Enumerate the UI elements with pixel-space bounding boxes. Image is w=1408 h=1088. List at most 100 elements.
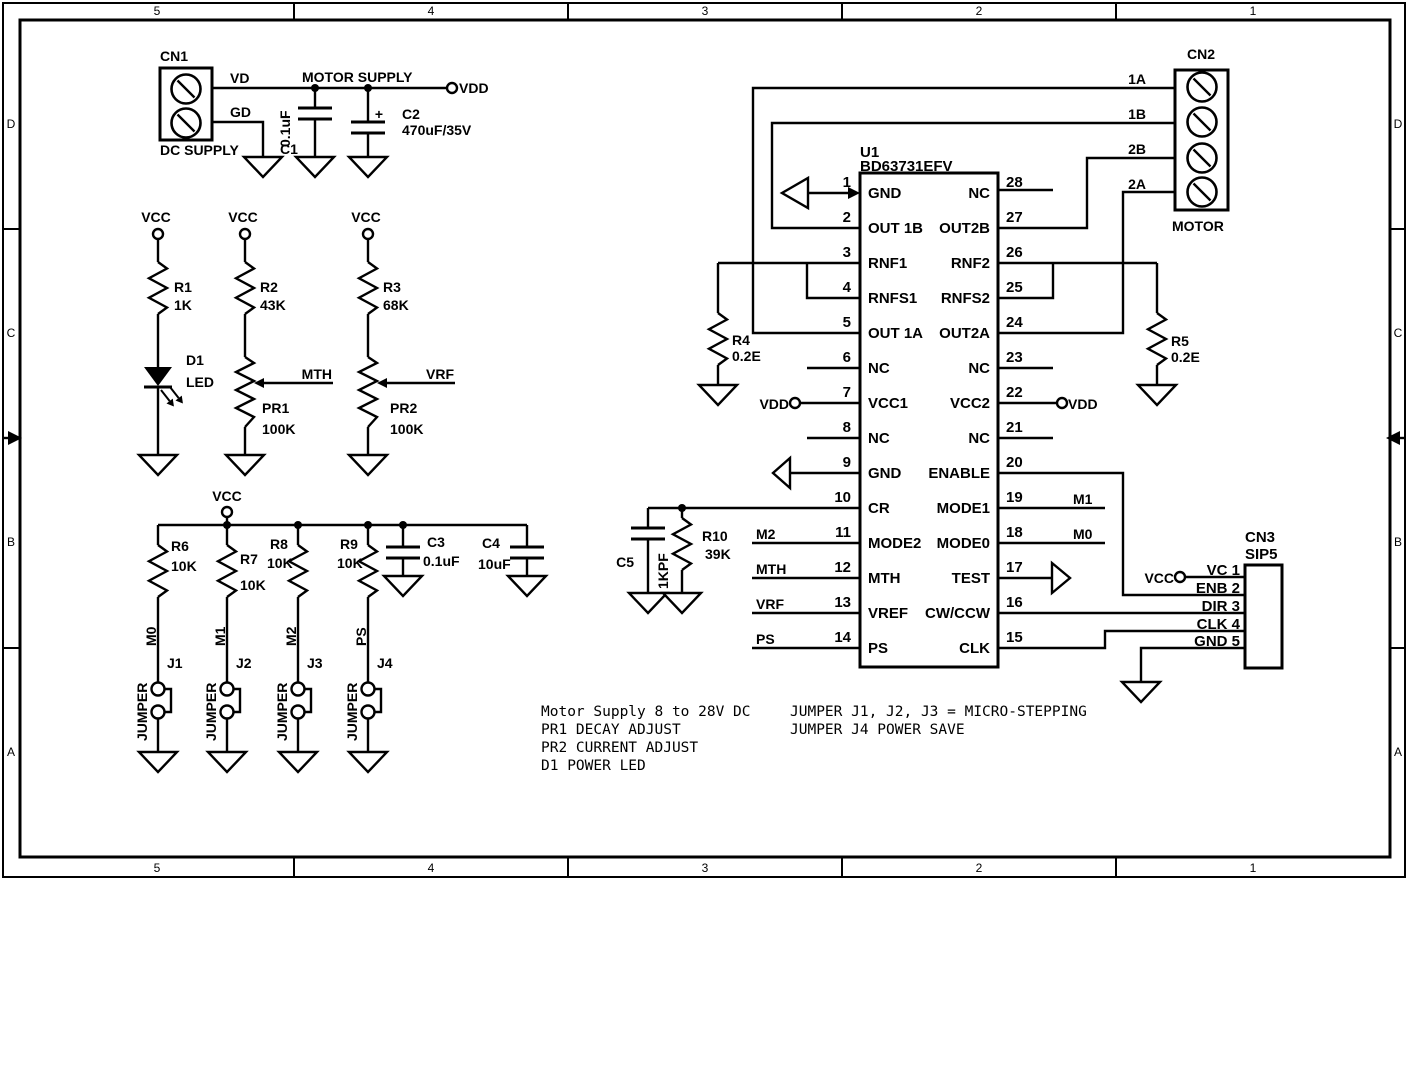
net-label-m0: M0 [1073, 526, 1093, 542]
u1-pin-name-right: OUT2B [939, 220, 990, 237]
zone-right-d: D [1394, 117, 1403, 131]
u1-pin-name-right: VCC2 [950, 395, 990, 412]
u1-part-number: BD63731EFV [860, 158, 953, 175]
note-line: D1 POWER LED [541, 758, 646, 774]
zone-top-5: 5 [154, 4, 161, 18]
r9-value: 10K [337, 555, 363, 571]
u1-pin-name-left: OUT 1A [868, 325, 923, 342]
u1-ic-body [858, 171, 1000, 669]
r9-ref: R9 [340, 536, 358, 552]
zone-left-d: D [7, 117, 16, 131]
u1-pin-name-left: MODE2 [868, 535, 921, 552]
c2-value: 470uF/35V [402, 122, 472, 138]
drawing-frame: 5 4 3 2 1 5 4 3 2 1 D C B A D C B A [2, 2, 1406, 878]
zone-left-c: C [7, 326, 16, 340]
pr1-potentiometer-symbol [234, 355, 256, 429]
net-label-m2: M2 [756, 526, 776, 542]
power-wires [212, 86, 447, 157]
cn1-caption: DC SUPPLY [160, 142, 240, 158]
pr2-potentiometer-symbol [357, 355, 379, 429]
r6-value: 10K [171, 558, 197, 574]
note-line: JUMPER J4 POWER SAVE [790, 722, 965, 738]
u1-pin-number: 15 [1006, 629, 1023, 646]
ground-symbol [347, 453, 389, 477]
junction-dot [678, 504, 686, 512]
r4-ref: R4 [732, 332, 750, 348]
d1-value: LED [186, 374, 214, 390]
net-label-vrf: VRF [756, 596, 784, 612]
c5-value: 1KPF [655, 553, 671, 589]
cn2-screw-terminal-1a [1186, 71, 1218, 103]
cn3-subtitle: SIP5 [1245, 546, 1278, 563]
zone-bottom-5: 5 [154, 861, 161, 875]
net-label-2b: 2B [1128, 141, 1146, 157]
frame-center-arrow-left [3, 431, 22, 445]
zone-top-1: 1 [1250, 4, 1257, 18]
r3-resistor-symbol [357, 260, 379, 316]
c4-ref: C4 [482, 535, 500, 551]
r7-resistor-symbol [216, 543, 238, 599]
ground-symbol [697, 383, 739, 407]
u1-pin-number: 27 [1006, 209, 1023, 226]
net-label-gd: GD [230, 104, 251, 120]
pin17-test-arrow [1050, 560, 1072, 596]
net-label-m1: M1 [212, 626, 228, 646]
zone-left-a: A [7, 745, 15, 759]
u1-pin-number: 3 [843, 244, 851, 261]
r7-ref: R7 [240, 551, 258, 567]
u1-left-wires [646, 86, 1175, 650]
c5-capacitor-symbol [629, 526, 667, 541]
u1-pin-number: 4 [843, 279, 852, 296]
u1-pin-number: 17 [1006, 559, 1023, 576]
net-label-ps: PS [756, 631, 775, 647]
j2-label: JUMPER [203, 683, 219, 741]
u1-pin-number: 23 [1006, 349, 1023, 366]
zone-top-4: 4 [428, 4, 435, 18]
c2-polarity: + [375, 106, 383, 122]
u1-pin-name-right: NC [968, 360, 990, 377]
c3-ref: C3 [427, 534, 445, 550]
junction-dot [294, 521, 302, 529]
u1-pin-name-right: MODE1 [937, 500, 990, 517]
u1-pin-name-right: TEST [952, 570, 990, 587]
cn3-pin-label: VC 1 [1207, 562, 1240, 579]
bias-wires [156, 239, 455, 455]
vcc-terminal [151, 227, 165, 241]
c3-value: 0.1uF [423, 553, 460, 569]
u1-pin-name-left: VCC1 [868, 395, 908, 412]
zone-right-c: C [1394, 326, 1403, 340]
j4-jumper-symbol [360, 681, 383, 720]
u1-pin-number: 12 [834, 559, 851, 576]
net-label-vdd: VDD [459, 80, 489, 96]
pin9-gnd-arrow [771, 455, 792, 491]
u1-pin-name-left: VREF [868, 605, 908, 622]
vcc-terminal [220, 505, 234, 519]
j4-ref: J4 [377, 655, 393, 671]
c2-capacitor-symbol [349, 120, 387, 135]
notes-block: Motor Supply 8 to 28V DC PR1 DECAY ADJUS… [541, 704, 1087, 774]
cn3-pin-label: DIR 3 [1202, 598, 1240, 615]
jumper-section: VCC R6 10K R7 10K R8 10K R9 10K C3 0.1uF… [134, 488, 548, 774]
net-label-1a: 1A [1128, 71, 1146, 87]
j2-jumper-symbol [219, 681, 242, 720]
cn3-connector-body [1243, 563, 1284, 670]
cn1-screw-terminal-1 [170, 73, 202, 105]
cn2-screw-terminal-1b [1186, 106, 1218, 138]
net-label-vcc: VCC [141, 209, 171, 225]
junction-dot [223, 521, 231, 529]
net-label-vcc: VCC [212, 488, 242, 504]
r5-value: 0.2E [1171, 349, 1200, 365]
u1-pin-name-right: RNF2 [951, 255, 990, 272]
zone-bottom-1: 1 [1250, 861, 1257, 875]
j2-ref: J2 [236, 655, 252, 671]
r1-resistor-symbol [147, 260, 169, 316]
vcc-terminal [1173, 570, 1187, 584]
j3-label: JUMPER [274, 683, 290, 741]
u1-pin-name-left: MTH [868, 570, 901, 587]
pr2-ref: PR2 [390, 400, 417, 416]
note-line: PR2 CURRENT ADJUST [541, 740, 698, 756]
pr1-ref: PR1 [262, 400, 289, 416]
net-label-vcc: VCC [351, 209, 381, 225]
u1-pin-name-left: GND [868, 185, 902, 202]
